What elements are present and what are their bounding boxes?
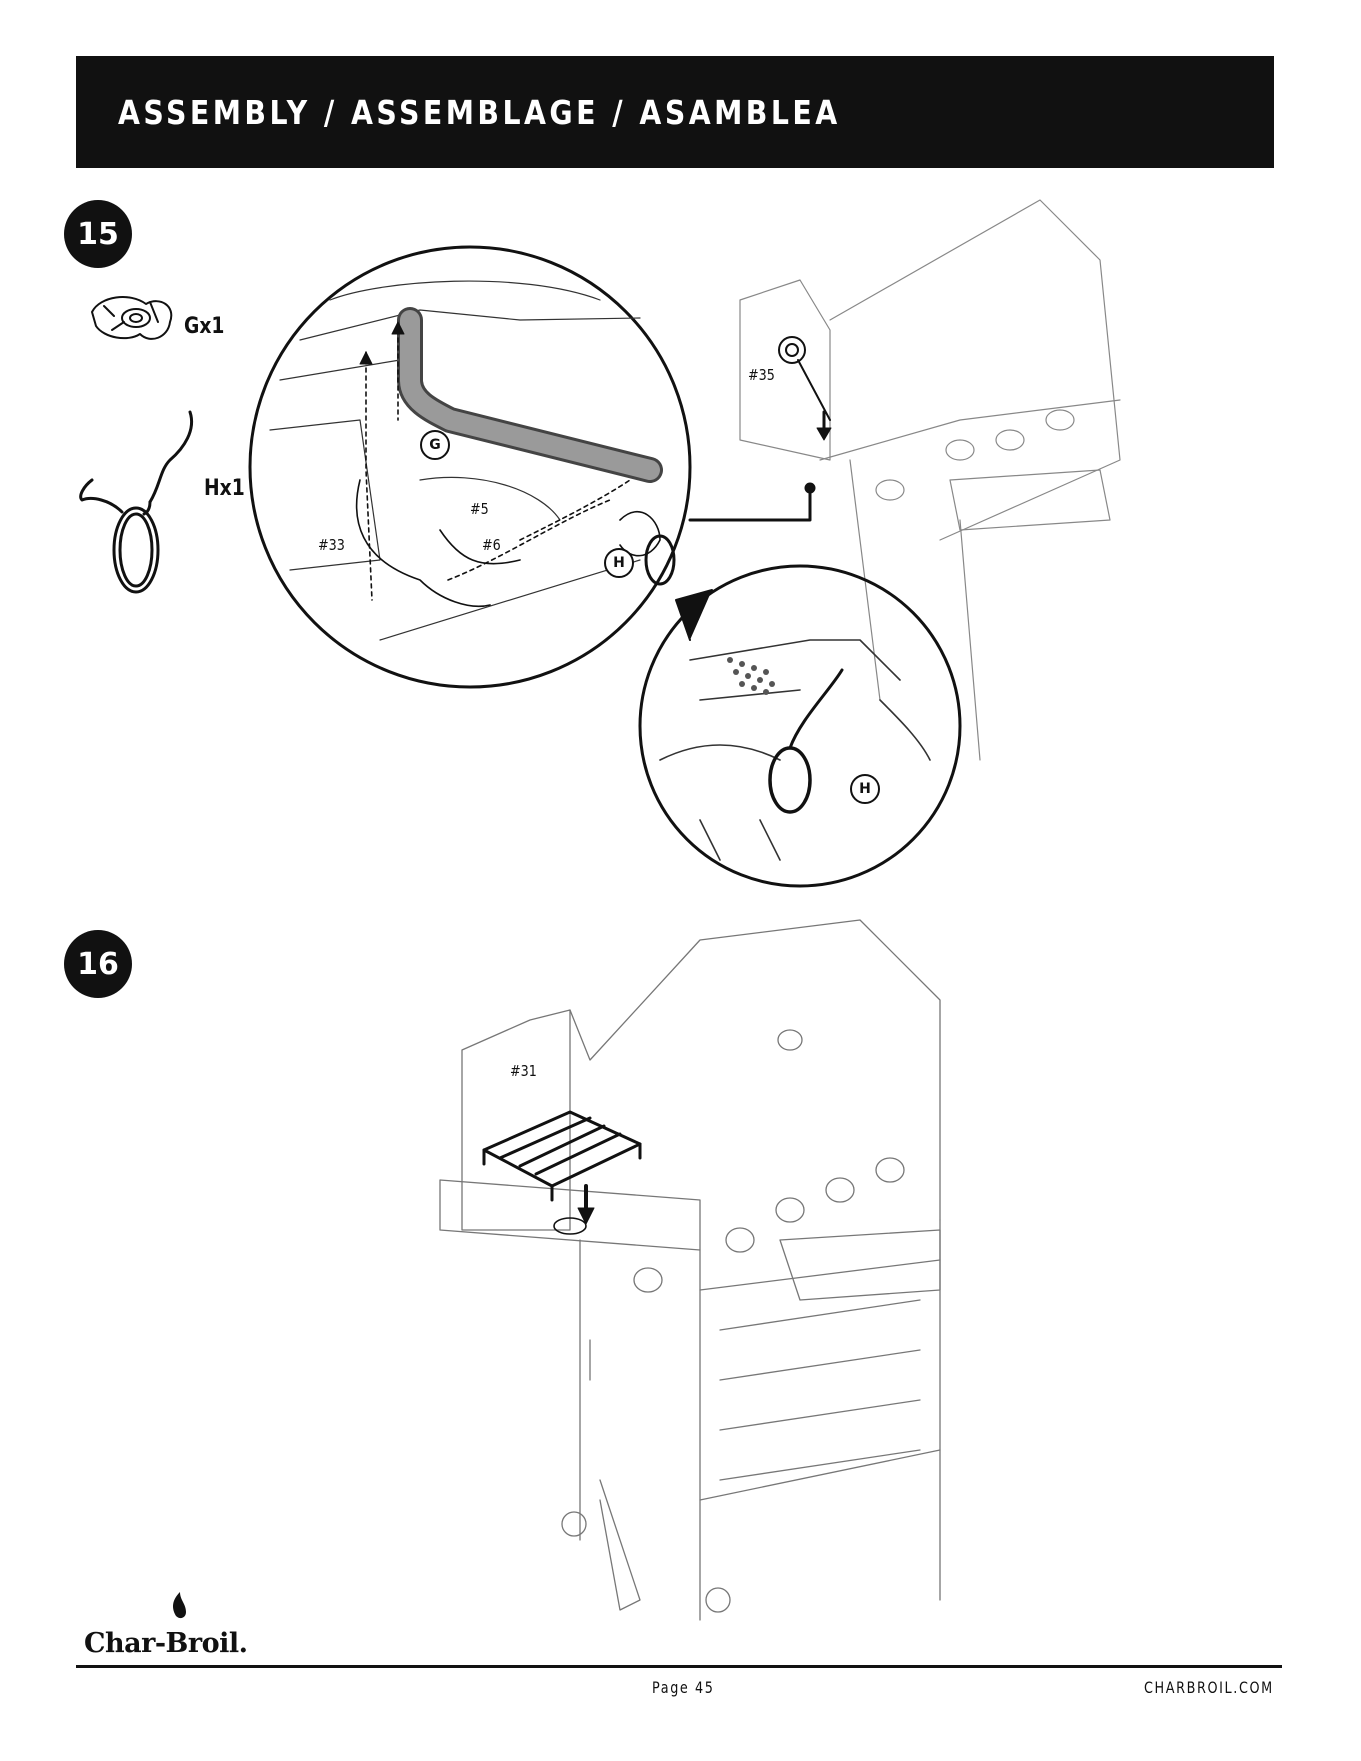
char-broil-logo: Char-Broil. — [84, 1628, 248, 1659]
callout-35: #35 — [748, 366, 775, 384]
callout-5: #5 — [470, 500, 489, 518]
website-link[interactable]: CHARBROIL.COM — [1144, 1678, 1274, 1697]
letter-g-marker: G — [420, 430, 450, 460]
callout-33: #33 — [318, 536, 345, 554]
letter-h-marker: H — [604, 548, 634, 578]
wire-clip-icon — [81, 412, 192, 592]
footer-divider — [76, 1665, 1282, 1668]
callout-6: #6 — [482, 536, 501, 554]
page-number: Page 45 — [652, 1678, 715, 1697]
letter-h-detail-marker: H — [850, 774, 880, 804]
wing-nut-icon — [92, 297, 171, 339]
callout-31: #31 — [510, 1062, 537, 1080]
